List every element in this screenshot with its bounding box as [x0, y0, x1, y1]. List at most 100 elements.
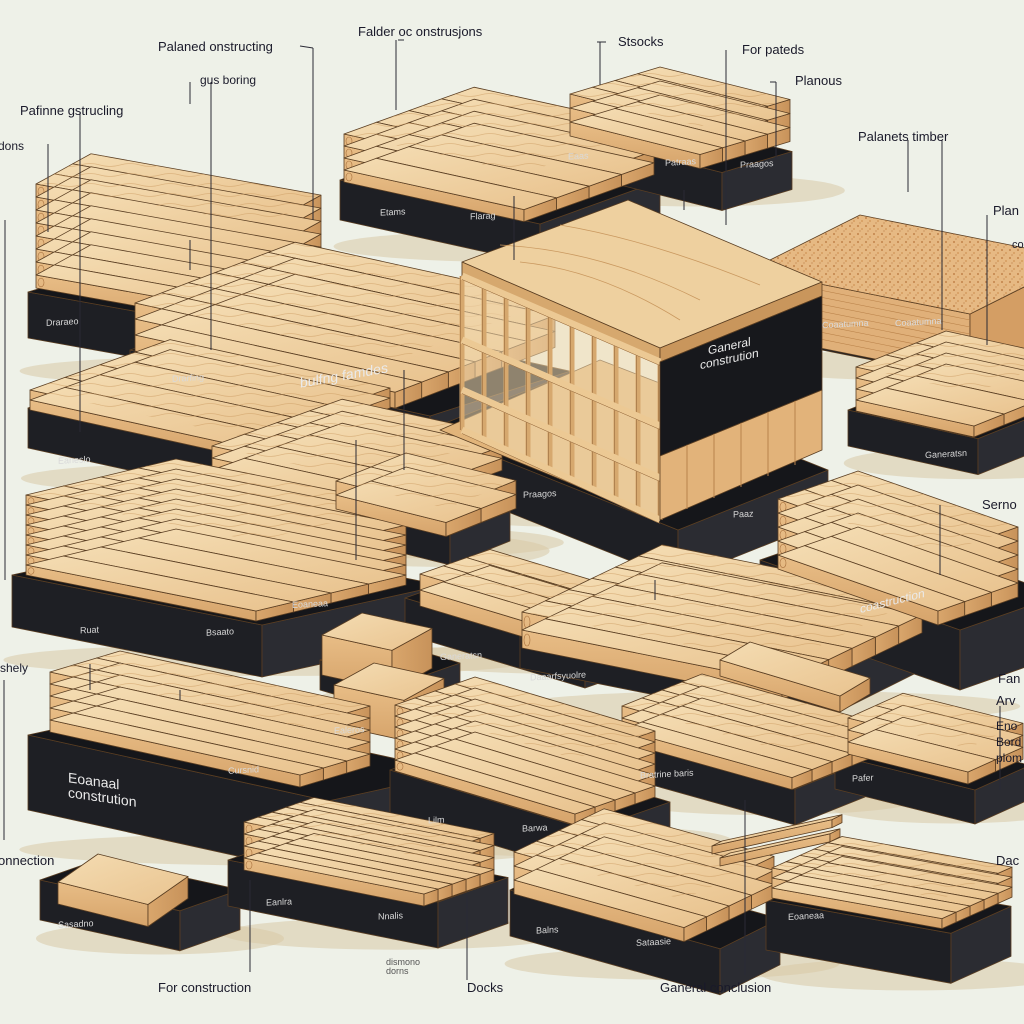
- callout-for-pateds: For pateds: [742, 42, 805, 57]
- callout-eno: Eno: [996, 720, 1018, 732]
- wood-grain: [848, 693, 1023, 748]
- box-top: [621, 721, 813, 778]
- stack-lower-right: [771, 836, 1013, 929]
- plinth-label: Draraeo: [46, 316, 79, 328]
- callout-pafinne: Pafinne gstrucling: [20, 103, 124, 118]
- wood-grain: [336, 453, 516, 509]
- box-top: [777, 545, 966, 612]
- callout-stocks: Stsocks: [618, 34, 664, 49]
- wood-grain: [26, 459, 406, 541]
- stack-right-small: [855, 330, 1024, 438]
- board: [335, 480, 482, 537]
- lower-left-block: [57, 853, 189, 927]
- callout-general-conclusion: Ganeral conclusion: [660, 980, 772, 995]
- plinth-label: Patraas: [665, 156, 697, 168]
- callout-serno: Serno: [982, 498, 1017, 511]
- callout-bord: Bord: [996, 736, 1022, 748]
- wood-grain: [212, 399, 502, 482]
- end-grain: [396, 762, 404, 771]
- callout-planets-timber: Palanets timber: [858, 129, 949, 144]
- box-top: [321, 612, 433, 651]
- wood-grain: [244, 797, 494, 858]
- plate-edge: [461, 433, 661, 524]
- callout-fan: Fan: [998, 672, 1021, 685]
- plinth-label: Ruat: [80, 624, 100, 636]
- box-top: [513, 868, 707, 928]
- loose-board: [719, 641, 871, 713]
- stack-center-small: [335, 452, 517, 537]
- board: [847, 729, 996, 785]
- plinth-label: Pafer: [852, 772, 874, 784]
- box-top: [243, 852, 439, 895]
- plinth-label: Eoaneaa: [292, 598, 329, 610]
- box-side: [977, 419, 1024, 476]
- plinth-label: Sataasie: [636, 936, 672, 948]
- box-top: [847, 729, 996, 773]
- stack-right-lower: [621, 673, 873, 790]
- stack-left-mid: [29, 339, 391, 459]
- callout-folder-constructions: Falder oc onstrusjons: [358, 24, 483, 39]
- board: [513, 868, 707, 942]
- leader-line: [299, 45, 314, 49]
- plinth-label: Balns: [536, 924, 559, 936]
- callout-planed-constructing: Palaned onstructing: [158, 39, 273, 54]
- wood-grain: [344, 87, 654, 174]
- stack-left-lower: [25, 458, 407, 622]
- callout-planous: Planous: [795, 73, 842, 88]
- board: [243, 852, 439, 907]
- board: [777, 545, 966, 626]
- board: [621, 721, 813, 790]
- plinth-label: Eaneslo: [58, 454, 91, 466]
- callout-dons: dons: [0, 139, 25, 153]
- wood-grain: [395, 677, 655, 759]
- box-top: [49, 712, 324, 776]
- lumber-stacks: [25, 66, 1024, 942]
- wall-plate: [460, 386, 662, 482]
- box-top: [719, 828, 841, 859]
- box-top: [855, 387, 1005, 427]
- end-grain: [245, 860, 253, 870]
- plinth-label: Eanlra: [266, 896, 293, 908]
- callout-dac: Dac: [996, 854, 1020, 867]
- stack-far-right: [847, 692, 1024, 785]
- wood-grain: [622, 674, 872, 754]
- plinth-label: Praagos: [523, 488, 557, 500]
- stack-lower-center: [513, 808, 775, 942]
- wood-grain: [570, 67, 790, 127]
- box-top: [394, 752, 596, 815]
- callout-arv: Arv: [996, 694, 1016, 707]
- roof-grain: [499, 224, 761, 321]
- box-top: [569, 114, 723, 155]
- callout-diamond-dons: dismono dorns: [386, 957, 421, 976]
- speckle-top: [750, 215, 1024, 314]
- plinth-label: Nnalis: [378, 910, 404, 922]
- wood-grain: [778, 471, 1018, 555]
- plate-edge: [461, 279, 661, 366]
- board: [771, 881, 957, 929]
- stack-left-planks: [49, 650, 371, 788]
- box-top: [25, 555, 294, 612]
- end-grain: [523, 633, 531, 647]
- plinth-label: Barwa: [522, 822, 548, 834]
- end-grain: [779, 558, 787, 568]
- end-grain: [37, 277, 45, 288]
- wood-grain: [856, 331, 1024, 393]
- plinth-label: Sasadno: [58, 918, 94, 930]
- box-side: [959, 607, 1024, 691]
- box-top: [333, 662, 445, 701]
- end-grain: [345, 172, 353, 182]
- box-top: [771, 881, 957, 919]
- plate-edge: [461, 393, 661, 482]
- callout-onnection: onnection: [0, 853, 55, 868]
- wall-plate: [460, 336, 662, 430]
- stack-construction-right: [777, 470, 1019, 626]
- box-top: [343, 157, 557, 211]
- callout-co-edge: co: [1012, 240, 1024, 251]
- house-frame: [439, 199, 823, 524]
- plinth-label: Cursnid: [228, 764, 260, 776]
- callout-plan-edge: Plan: [993, 204, 1020, 217]
- callout-shely: shely: [0, 661, 29, 675]
- wall-plate: [460, 272, 662, 366]
- callout-for-construction: For construction: [158, 980, 252, 995]
